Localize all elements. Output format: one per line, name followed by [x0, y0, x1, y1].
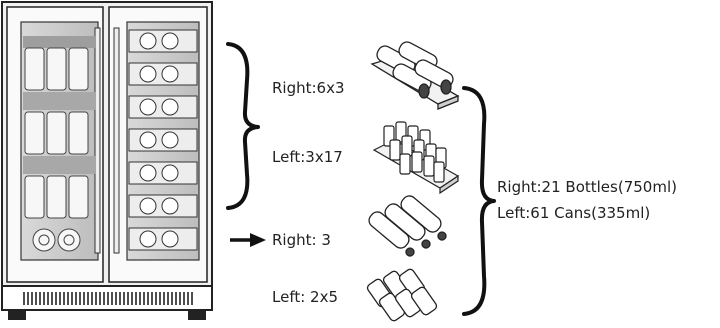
right-bottle-shelves	[128, 29, 198, 251]
summary-left-capacity: Left:61 Cans(335ml)	[497, 204, 651, 222]
left-can-stacks	[23, 36, 96, 252]
cans-2x5-illustration	[366, 268, 438, 322]
label-right-bottom: Right: 3	[272, 231, 331, 249]
summary-right-capacity: Right:21 Bottles(750ml)	[497, 178, 677, 196]
left-foot	[8, 310, 26, 320]
arrow-icon	[230, 233, 266, 247]
three-bottles-illustration	[368, 195, 447, 257]
upper-shelves-brace	[226, 42, 260, 210]
right-foot	[188, 310, 206, 320]
can-shelf-illustration	[372, 121, 460, 195]
summary-brace	[462, 86, 496, 316]
bottle-shelf-illustration	[370, 41, 460, 110]
cabinet-illustration	[1, 1, 213, 320]
label-left-bottom: Left: 2x5	[272, 288, 339, 306]
label-right-shelves: Right:6x3	[272, 79, 345, 97]
vent-grille	[23, 292, 193, 305]
label-left-shelves: Left:3x17	[272, 148, 343, 166]
